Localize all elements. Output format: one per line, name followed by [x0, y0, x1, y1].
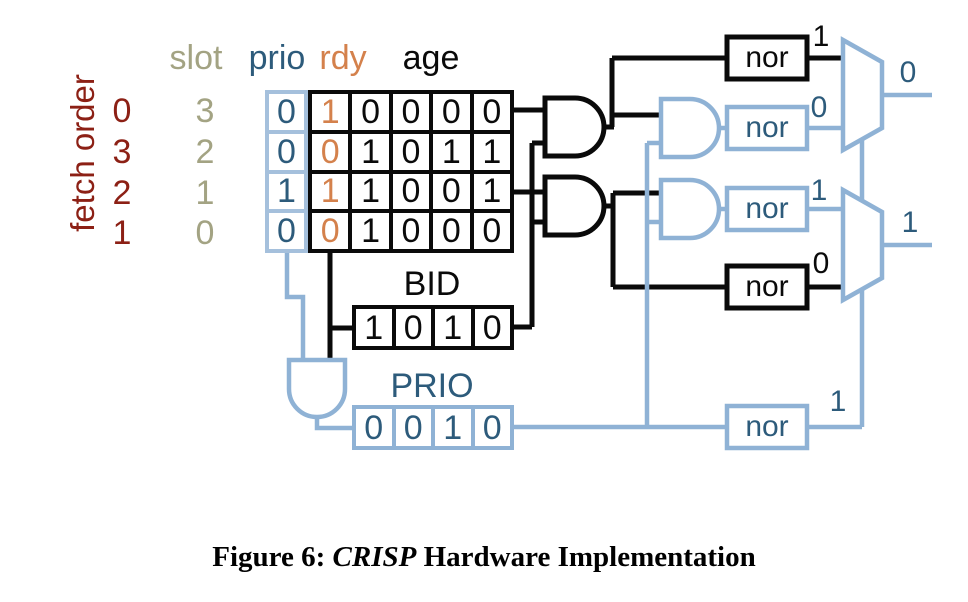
age-bit: 0	[433, 213, 470, 249]
nor-output-bottom-black: 0	[812, 247, 830, 280]
caption-prefix: Figure 6:	[212, 541, 333, 573]
slot-value: 0	[195, 214, 215, 252]
rdy-bit: 0	[312, 213, 349, 249]
wire-prio-vertical	[644, 140, 661, 427]
header-slot: slot	[169, 39, 223, 77]
prio-register-label: PRIO	[390, 367, 474, 405]
wire-prionor-select	[807, 139, 865, 430]
prio-bit: 1	[269, 173, 304, 210]
figure-caption: Figure 6: CRISP Hardware Implementation	[0, 541, 968, 574]
prio-bit: 0	[269, 213, 304, 249]
caption-suffix: Hardware Implementation	[416, 541, 756, 573]
prio-bit: 0	[269, 94, 304, 130]
age-bit: 0	[392, 133, 430, 170]
rdy-bit: 0	[312, 133, 349, 170]
caption-emphasis: CRISP	[332, 541, 417, 573]
slot-value: 3	[195, 92, 215, 130]
age-bit: 1	[473, 173, 510, 210]
nor-box-bottom-black	[724, 263, 810, 311]
age-bit: 0	[352, 94, 389, 130]
prio-column: 0 0 1 0	[265, 90, 308, 253]
nor-box-blue1	[724, 104, 810, 152]
nor-box-blue-prio	[724, 403, 810, 451]
prio-reg-bit: 0	[474, 409, 510, 446]
age-matrix: 1 0 0 0 0 0 1 0 1 1 1 1 0 0 1 0 1 0 0 0	[308, 90, 514, 253]
bid-bit: 0	[395, 309, 431, 346]
fetch-order-label: fetch order	[64, 74, 101, 232]
wire-prio-col-down	[284, 253, 306, 360]
mux-top-output-bit: 0	[899, 56, 917, 89]
nor-output-top-black: 1	[812, 20, 830, 53]
mux-bottom	[840, 186, 885, 304]
nor-label-blue2: nor	[745, 192, 789, 225]
header-rdy: rdy	[319, 39, 367, 77]
nor-label-top-black: nor	[745, 41, 789, 74]
fetch-order-value: 1	[112, 214, 132, 252]
age-bit: 1	[473, 133, 510, 170]
rdy-bit: 1	[312, 94, 349, 130]
and-gate-bottom-black	[542, 174, 607, 238]
age-bit: 0	[473, 213, 510, 249]
bid-bit: 1	[356, 309, 392, 346]
bid-bit: 1	[435, 309, 471, 346]
age-bit: 0	[433, 94, 470, 130]
black-gates	[542, 34, 810, 311]
mux-top	[840, 36, 885, 154]
age-bit: 0	[433, 173, 470, 210]
age-bit: 0	[392, 213, 430, 249]
slot-value: 1	[195, 174, 215, 212]
nor-box-top-black	[724, 34, 810, 82]
wire-vand-to-prioreg	[314, 417, 352, 431]
fetch-order-value: 0	[112, 92, 132, 130]
nor-label-bottom-black: nor	[745, 270, 789, 303]
age-bit: 1	[352, 173, 389, 210]
wire-rdy-to-bid	[327, 253, 352, 360]
nor-label-prio: nor	[745, 410, 789, 443]
age-bit: 0	[392, 94, 430, 130]
blue-gates	[286, 36, 885, 451]
nor-output-prio: 1	[829, 385, 847, 418]
header-age: age	[402, 39, 460, 77]
prio-register: 0 0 1 0	[352, 405, 514, 450]
bid-register: 1 0 1 0	[352, 305, 514, 350]
slot-value: 2	[195, 133, 215, 171]
nor-label-blue1: nor	[745, 111, 789, 144]
rdy-bit: 1	[312, 173, 349, 210]
age-bit: 0	[473, 94, 510, 130]
nor-output-blue1: 0	[810, 91, 828, 124]
prio-reg-bit: 0	[356, 409, 392, 446]
age-bit: 1	[352, 133, 389, 170]
prio-reg-bit: 0	[395, 409, 431, 446]
black-wires	[327, 55, 843, 360]
wire-and2-out	[604, 190, 727, 290]
fetch-order-value: 3	[112, 133, 132, 171]
and-gate-bottom-blue	[658, 177, 722, 241]
fetch-order-value: 2	[112, 174, 132, 212]
bid-label: BID	[403, 265, 461, 303]
age-bit: 1	[433, 133, 470, 170]
prio-bit: 0	[269, 133, 304, 170]
wire-bid-feedback	[513, 140, 545, 330]
and-gate-top-blue	[658, 96, 722, 160]
age-bit: 1	[352, 213, 389, 249]
and-gate-vertical-blue	[286, 357, 348, 420]
header-prio: prio	[248, 39, 306, 77]
nor-box-blue2	[724, 185, 810, 233]
mux-bottom-output-bit: 1	[901, 206, 919, 239]
prio-reg-bit: 1	[435, 409, 471, 446]
blue-wires	[284, 92, 932, 431]
bid-bit: 0	[474, 309, 510, 346]
nor-output-blue2: 1	[810, 174, 828, 207]
age-bit: 0	[392, 173, 430, 210]
and-gate-top-black	[542, 95, 607, 159]
wire-and1-out	[604, 55, 727, 130]
